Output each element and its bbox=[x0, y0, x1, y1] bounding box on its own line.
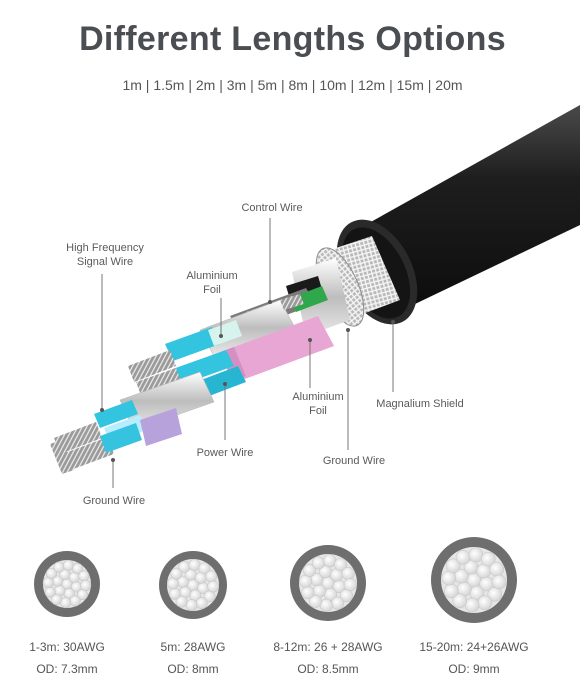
strand-circle bbox=[207, 580, 219, 593]
strand-circle bbox=[455, 549, 471, 565]
strand-circle bbox=[445, 558, 461, 574]
gauge-awg: 5m: 28AWG bbox=[160, 640, 226, 654]
high-frequency-signal-wire bbox=[128, 320, 242, 382]
strand-circle bbox=[477, 595, 493, 611]
strand-circle bbox=[185, 599, 198, 611]
gauge-circle-24-26awg bbox=[431, 537, 517, 623]
gauge-cross-sections bbox=[34, 537, 517, 623]
strand-circle bbox=[53, 561, 65, 573]
callout-lines bbox=[101, 218, 394, 488]
callout-text: Foil bbox=[309, 405, 327, 417]
strand-circle bbox=[491, 574, 507, 590]
strand-circle bbox=[489, 561, 505, 577]
strand-circle bbox=[480, 551, 496, 567]
gauge-od: OD: 9mm bbox=[448, 662, 500, 676]
callout-power-wire: Power Wire bbox=[196, 447, 254, 459]
callout-control-wire: Control Wire bbox=[241, 202, 303, 214]
gauge-awg: 1-3m: 30AWG bbox=[29, 640, 105, 654]
strand-circle bbox=[168, 587, 181, 600]
strand-circle bbox=[311, 556, 325, 570]
gauge-spec-1: 1-3m: 30AWG OD: 7.3mm bbox=[0, 636, 142, 680]
strand-circle bbox=[308, 594, 322, 608]
callout-magnalium-shield: Magnalium Shield bbox=[376, 398, 464, 410]
strand-circle bbox=[72, 563, 84, 575]
gauge-spec-3: 8-12m: 26 + 28AWG OD: 8.5mm bbox=[253, 636, 403, 680]
strand-circle bbox=[319, 598, 333, 612]
strand-circle bbox=[50, 593, 62, 605]
strand-circle bbox=[323, 554, 337, 568]
strand-circle bbox=[299, 574, 313, 588]
strand-circle bbox=[198, 562, 211, 575]
callout-text: Foil bbox=[203, 284, 221, 296]
strand-circle bbox=[334, 558, 348, 572]
gauge-od: OD: 8.5mm bbox=[297, 662, 359, 676]
strand-circle bbox=[166, 577, 179, 590]
wire-bundle bbox=[50, 286, 334, 474]
strand-circle bbox=[464, 597, 480, 613]
gauge-od: OD: 7.3mm bbox=[36, 662, 98, 676]
strand-circle bbox=[468, 547, 484, 563]
strand-circle bbox=[195, 597, 208, 610]
callout-ground-wire-left: Ground Wire bbox=[82, 495, 146, 507]
strand-circle bbox=[188, 558, 201, 571]
strand-circle bbox=[175, 595, 188, 608]
ground-wire-strands bbox=[50, 294, 304, 474]
gauge-circle-30awg bbox=[34, 551, 100, 617]
callout-aluminium-foil-top: Aluminium Foil bbox=[182, 269, 242, 297]
strand-circle bbox=[205, 570, 218, 583]
strand-circle bbox=[60, 597, 72, 609]
strand-circle bbox=[170, 567, 183, 580]
strand-circle bbox=[301, 586, 315, 600]
strand-circle bbox=[452, 593, 468, 609]
gauge-circle-28awg bbox=[159, 551, 227, 619]
gauge-od: OD: 8mm bbox=[167, 662, 219, 676]
gauge-spec-2: 5m: 28AWG OD: 8mm bbox=[118, 636, 268, 680]
gauge-spec-4: 15-20m: 24+26AWG OD: 9mm bbox=[399, 636, 549, 680]
length-options: 1m | 1.5m | 2m | 3m | 5m | 8m | 10m | 12… bbox=[122, 77, 463, 93]
callout-aluminium-foil-bottom: Aluminium Foil bbox=[288, 390, 348, 418]
strand-circle bbox=[178, 560, 191, 573]
callout-dots bbox=[100, 300, 395, 462]
strand-circle bbox=[44, 586, 56, 598]
strand-circle bbox=[341, 566, 355, 580]
strand-circle bbox=[80, 579, 92, 591]
gauge-awg: 8-12m: 26 + 28AWG bbox=[273, 640, 383, 654]
strand-circle bbox=[78, 570, 90, 582]
strand-circle bbox=[441, 570, 457, 586]
callout-text: Signal Wire bbox=[76, 256, 134, 268]
strand-circle bbox=[42, 577, 54, 589]
strand-circle bbox=[443, 583, 459, 599]
callout-text: Aluminium bbox=[292, 391, 344, 403]
strand-circle bbox=[331, 596, 345, 610]
page-title: Different Lengths Options bbox=[79, 20, 506, 58]
gauge-circle-26-28awg bbox=[290, 545, 366, 621]
signal-wire-lower bbox=[54, 400, 182, 471]
strand-circle bbox=[46, 567, 58, 579]
strand-circle bbox=[62, 559, 74, 571]
callout-text: High Frequency bbox=[66, 242, 144, 254]
strand-circle bbox=[69, 595, 81, 607]
callout-ground-wire-center: Ground Wire bbox=[322, 455, 386, 467]
callout-high-frequency-signal-wire: High Frequency Signal Wire bbox=[60, 241, 150, 269]
strand-circle bbox=[303, 563, 317, 577]
callout-text: Aluminium bbox=[186, 270, 238, 282]
gauge-awg: 15-20m: 24+26AWG bbox=[419, 640, 529, 654]
strand-circle bbox=[343, 578, 357, 592]
